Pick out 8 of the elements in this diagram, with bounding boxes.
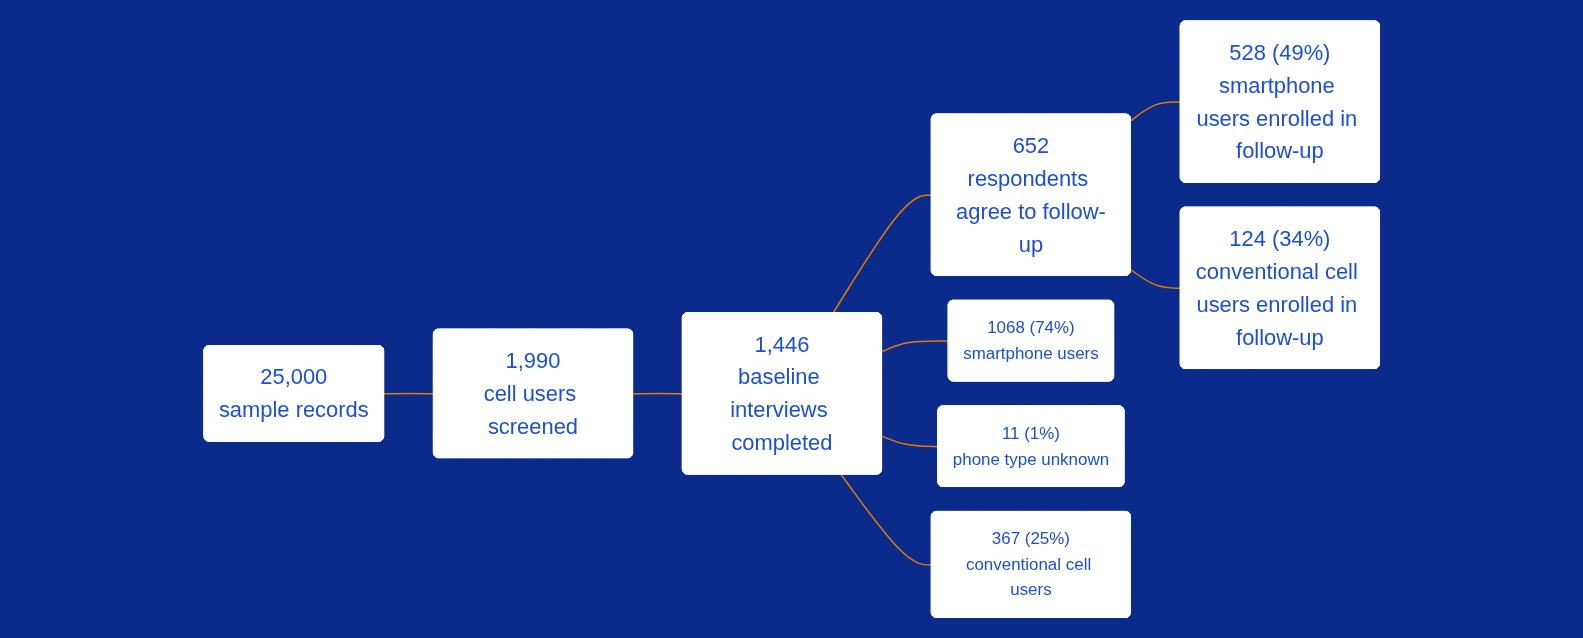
connector: [632, 392, 684, 395]
connector: [840, 473, 933, 566]
connector: [832, 194, 933, 314]
connector: [881, 435, 939, 448]
connector: [383, 392, 435, 395]
connector: [1130, 268, 1182, 289]
connector: [1130, 101, 1182, 122]
connector: [881, 340, 950, 353]
